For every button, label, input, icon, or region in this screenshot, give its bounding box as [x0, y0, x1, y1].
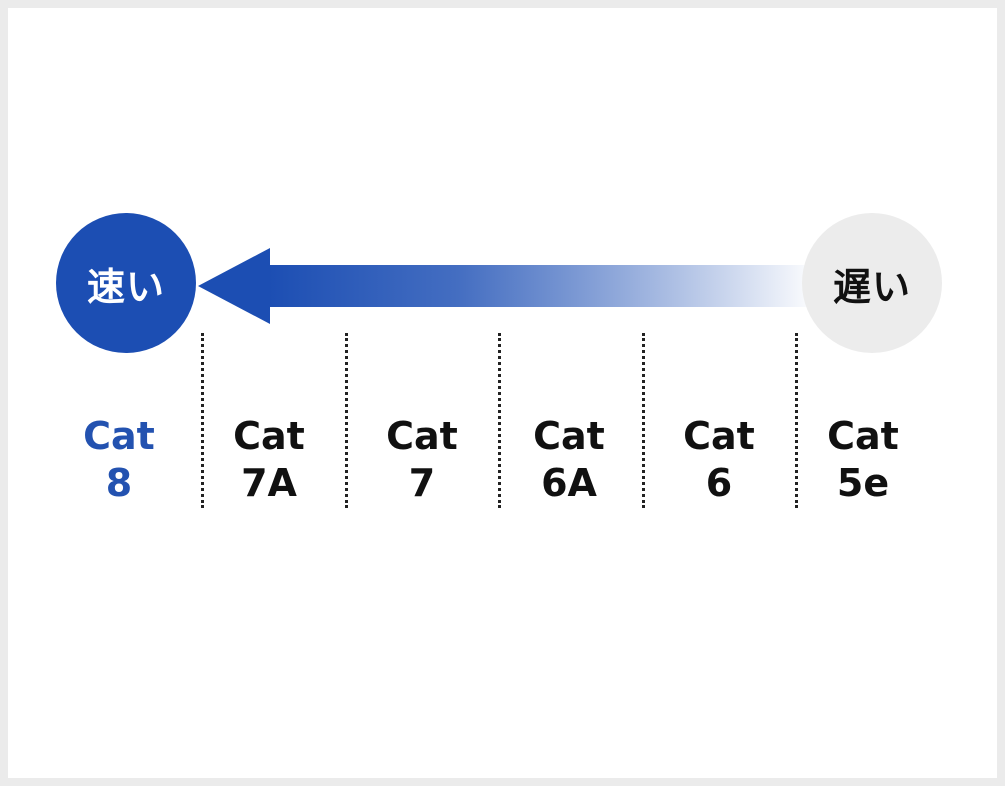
category-cat6a: Cat 6A [504, 413, 634, 507]
category-line1: Cat [233, 414, 305, 458]
category-line1: Cat [533, 414, 605, 458]
category-cat8: Cat 8 [54, 413, 184, 507]
category-cat7a: Cat 7A [204, 413, 334, 507]
fast-circle: 速い [56, 213, 196, 353]
divider-4 [642, 333, 645, 508]
category-line2: 6A [541, 461, 597, 505]
diagram-canvas: 速い 遅い Cat 8 Cat 7A Cat 7 Cat 6A Cat 6 Ca… [8, 8, 997, 778]
slow-label: 遅い [832, 264, 911, 309]
divider-1 [201, 333, 204, 508]
slow-circle: 遅い [802, 213, 942, 353]
category-cat7: Cat 7 [357, 413, 487, 507]
speed-arrow [198, 248, 810, 324]
category-cat6: Cat 6 [654, 413, 784, 507]
category-line1: Cat [683, 414, 755, 458]
category-line2: 7 [408, 461, 436, 505]
category-line2: 5e [836, 461, 890, 505]
category-line1: Cat [386, 414, 458, 458]
arrow-shaft [268, 265, 810, 307]
category-line1: Cat [827, 414, 899, 458]
divider-3 [498, 333, 501, 508]
fast-label: 速い [86, 264, 165, 309]
category-line1: Cat [83, 414, 155, 458]
category-line2: 8 [105, 461, 133, 505]
category-line2: 7A [241, 461, 297, 505]
divider-5 [795, 333, 798, 508]
divider-2 [345, 333, 348, 508]
arrow-head [198, 248, 270, 324]
category-cat5e: Cat 5e [798, 413, 928, 507]
category-line2: 6 [705, 461, 733, 505]
